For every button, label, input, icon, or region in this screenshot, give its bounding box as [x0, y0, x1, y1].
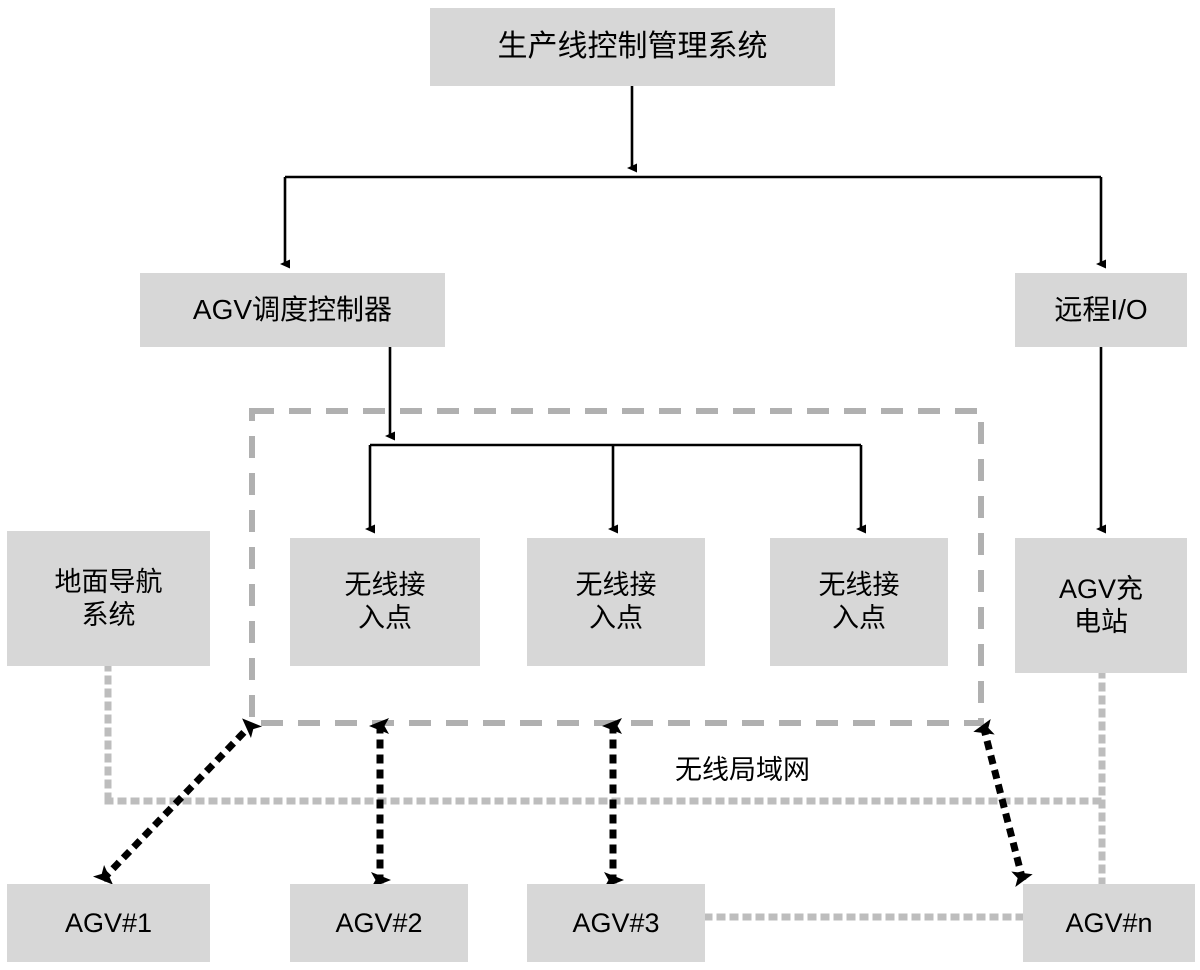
- connector-bus-access-points: [365, 443, 866, 534]
- node-agv-n[interactable]: AGV#n: [1023, 884, 1195, 962]
- node-ground-navigation-system[interactable]: 地面导航 系统: [7, 531, 210, 666]
- node-wireless-access-point-2[interactable]: 无线接 入点: [527, 538, 705, 666]
- wlan-boundary-label: 无线局域网: [675, 755, 810, 785]
- connector-bus-level2: [280, 175, 1106, 269]
- node-wireless-access-point-1[interactable]: 无线接 入点: [290, 538, 480, 666]
- wireless-link-agvn: [973, 719, 1033, 887]
- node-remote-io[interactable]: 远程I/O: [1015, 273, 1187, 347]
- wireless-link-agv1: [92, 718, 263, 885]
- node-production-line-control-system[interactable]: 生产线控制管理系统: [430, 8, 835, 86]
- node-agv-scheduling-controller[interactable]: AGV调度控制器: [140, 273, 445, 347]
- node-agv-3[interactable]: AGV#3: [527, 884, 705, 962]
- node-agv-2[interactable]: AGV#2: [290, 884, 468, 962]
- gray-dotted-navigation-link: [104, 662, 1106, 805]
- node-agv-charging-station[interactable]: AGV充 电站: [1015, 538, 1187, 673]
- node-agv-1[interactable]: AGV#1: [7, 884, 210, 962]
- node-wireless-access-point-3[interactable]: 无线接 入点: [770, 538, 948, 666]
